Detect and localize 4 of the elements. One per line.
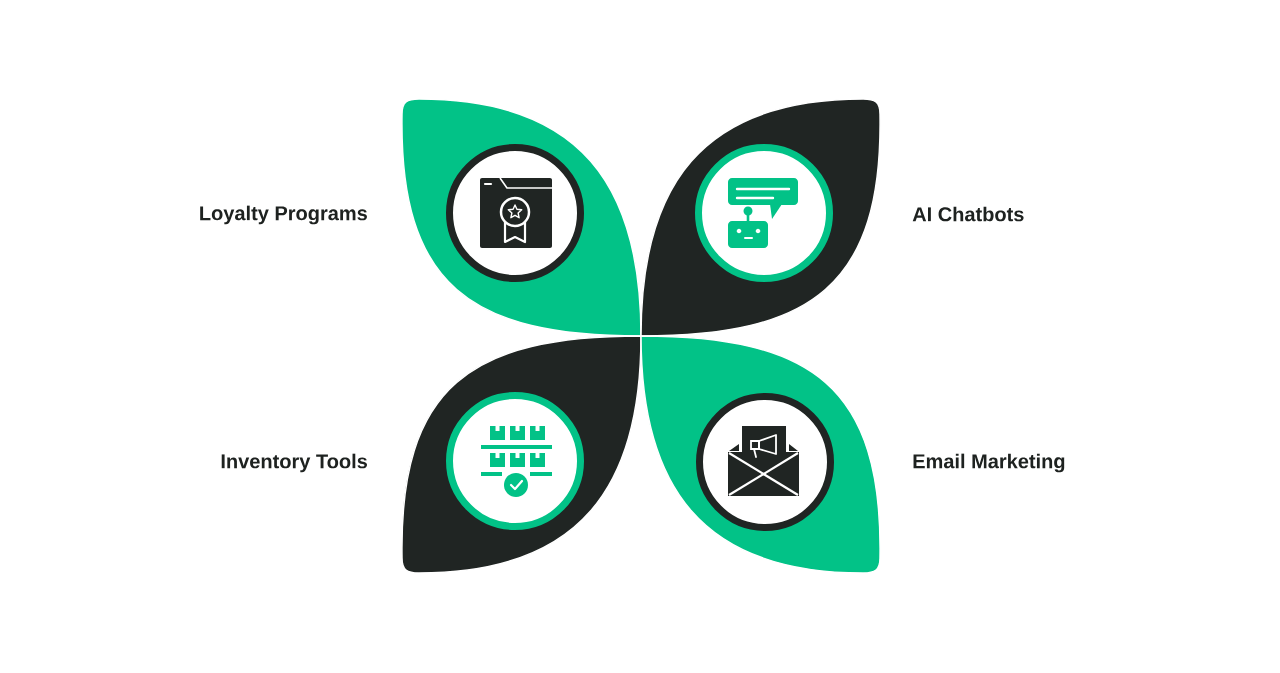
category-label: Inventory Tools [221, 453, 367, 473]
category-label: AI Chatbots [912, 206, 1024, 222]
category-label: Email Marketing [913, 453, 1065, 473]
category-label: Loyalty Programs [200, 205, 367, 225]
